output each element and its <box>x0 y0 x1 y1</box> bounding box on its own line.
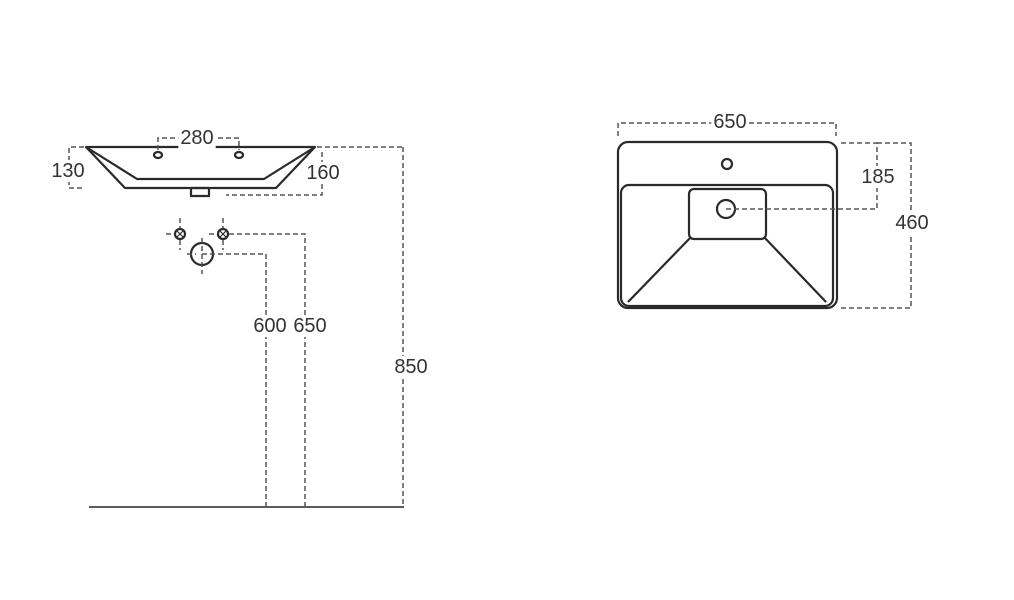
tap-hole-left <box>152 150 164 160</box>
tap-hole <box>720 157 734 171</box>
dim-label-background <box>304 162 342 184</box>
bowl-outline <box>619 183 835 308</box>
drain-outlet <box>189 186 211 198</box>
dim-label-background <box>711 111 749 133</box>
basin-outline <box>616 140 839 310</box>
dim-label-460: 460 <box>895 212 928 234</box>
dim-label-background <box>291 315 329 337</box>
dim-label-background <box>49 160 87 182</box>
dim-label-background <box>392 356 430 378</box>
dim-label-185: 185 <box>861 166 894 188</box>
dim-label-650: 650 <box>293 315 326 337</box>
drain-recess <box>687 187 768 241</box>
bowl-slope-lines <box>627 236 827 303</box>
dim-label-850: 850 <box>394 356 427 378</box>
dim-label-background <box>178 127 216 149</box>
dim-label-160: 160 <box>306 162 339 184</box>
side-view: 280 130 160 600 650 850 <box>49 127 430 508</box>
dim-line-650-supply <box>229 233 306 507</box>
supply-valve-left <box>166 218 187 250</box>
dim-line-160 <box>226 146 403 196</box>
dim-label-background <box>893 212 931 234</box>
dim-line-185 <box>726 142 878 210</box>
dim-label-background <box>251 315 289 337</box>
dim-label-600: 600 <box>253 315 286 337</box>
dim-label-background <box>859 166 897 188</box>
supply-valve-right <box>209 218 230 250</box>
dim-label-650-width: 650 <box>713 111 746 133</box>
top-view: 650 185 460 <box>616 111 931 310</box>
tap-hole-right <box>233 150 245 160</box>
dim-label-130: 130 <box>51 160 84 182</box>
dim-label-280: 280 <box>180 127 213 149</box>
basin-inner-profile <box>85 146 316 181</box>
basin-outer-profile <box>84 145 317 190</box>
waste-pipe <box>187 238 215 274</box>
dim-line-600-waste <box>202 253 267 507</box>
